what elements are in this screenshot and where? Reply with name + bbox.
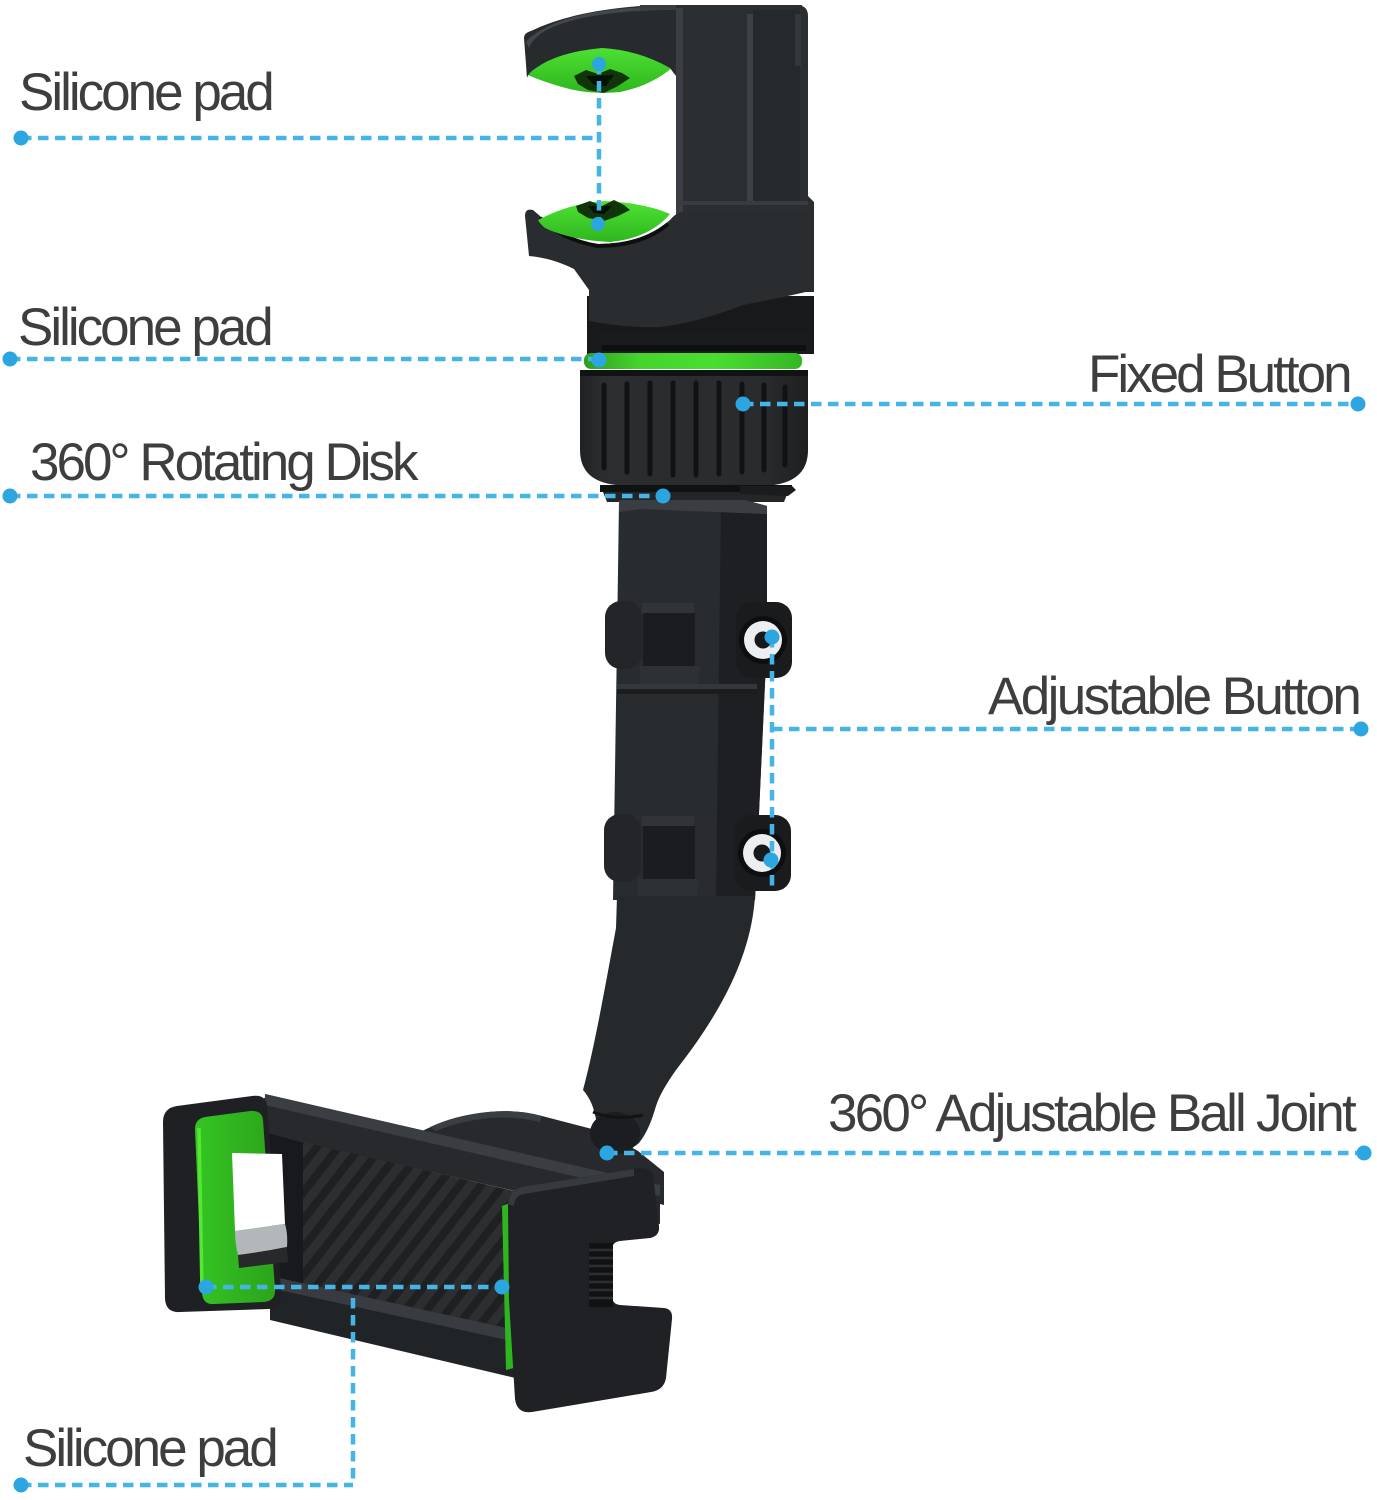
svg-text:Silicone pad: Silicone pad	[18, 298, 271, 357]
svg-text:360° Adjustable Ball Joint: 360° Adjustable Ball Joint	[828, 1084, 1357, 1143]
svg-text:360° Rotating Disk: 360° Rotating Disk	[30, 433, 419, 492]
svg-text:Silicone pad: Silicone pad	[23, 1419, 276, 1478]
svg-text:Adjustable Button: Adjustable Button	[988, 667, 1359, 726]
svg-text:Fixed Button: Fixed Button	[1088, 345, 1350, 404]
svg-text:Silicone pad: Silicone pad	[19, 63, 272, 122]
